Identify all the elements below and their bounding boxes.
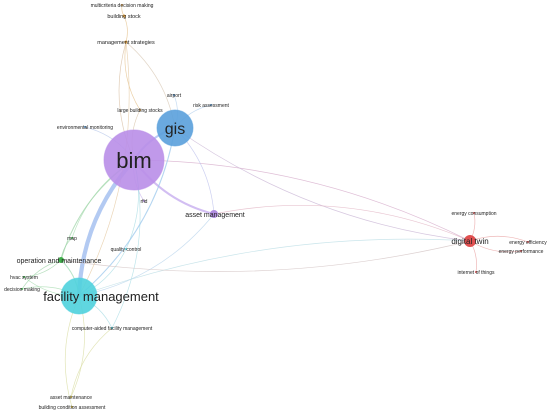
node-energy-efficiency[interactable] — [527, 241, 529, 243]
edge-facility-management-digital-twin — [78, 238, 471, 297]
node-gis[interactable] — [156, 109, 194, 147]
node-label-digital-twin: digital twin — [451, 237, 488, 246]
node-multicriteria-decision-making[interactable] — [121, 4, 123, 6]
node-energy-performance[interactable] — [520, 250, 522, 252]
node-label-rfid: rfid — [141, 199, 148, 205]
node-layer — [21, 4, 529, 408]
edge-management-strategies-large-building-stocks — [124, 41, 141, 111]
edge-asset-management-digital-twin — [213, 205, 471, 242]
node-label-gis: gis — [165, 121, 185, 138]
node-label-multicriteria-decision-making: multicriteria decision making — [91, 3, 154, 9]
node-airport[interactable] — [173, 94, 175, 96]
node-computer-aided-facility-management[interactable] — [111, 327, 113, 329]
node-building-condition-assessment[interactable] — [71, 406, 73, 408]
node-label-environmental-monitoring: environmental monitoring — [57, 125, 113, 131]
node-label-building-stock: building stock — [107, 14, 141, 20]
edge-management-strategies-building-stock — [123, 15, 128, 43]
edge-facility-management-asset-management — [78, 213, 215, 297]
node-bim[interactable] — [103, 129, 165, 191]
node-energy-consumption[interactable] — [473, 212, 475, 214]
edge-computer-aided-facility-management-asset-maintenance — [70, 327, 113, 398]
node-operation-and-maintenance[interactable] — [58, 257, 64, 263]
node-label-facility-management: facility management — [43, 289, 159, 304]
node-label-large-building-stocks: large building stocks — [117, 108, 163, 114]
node-label-internet-of-things: internet of things — [458, 270, 495, 276]
node-label-asset-management: asset management — [185, 212, 245, 219]
edge-bim-digital-twin — [133, 159, 471, 242]
node-environmental-monitoring[interactable] — [84, 126, 86, 128]
edge-gis-facility-management — [78, 127, 176, 297]
node-label-hvac-system: hvac system — [10, 275, 38, 281]
node-label-energy-consumption: energy consumption — [451, 211, 496, 217]
node-label-energy-performance: energy performance — [499, 249, 544, 255]
node-label-building-condition-assessment: building condition assessment — [39, 405, 106, 411]
node-facility-management[interactable] — [60, 277, 98, 315]
node-label-asset-maintenance: asset maintenance — [50, 395, 92, 401]
node-digital-twin[interactable] — [464, 235, 476, 247]
edge-layer — [21, 4, 529, 408]
node-large-building-stocks[interactable] — [139, 109, 141, 111]
node-building-stock[interactable] — [122, 14, 126, 18]
edge-gis-digital-twin — [174, 127, 471, 242]
node-management-strategies[interactable] — [124, 40, 128, 44]
node-label-bim: bim — [116, 148, 151, 173]
node-label-energy-efficiency: energy efficiency — [509, 240, 547, 246]
node-asset-management[interactable] — [210, 210, 218, 218]
node-label-operation-and-maintenance: operation and maintenance — [17, 258, 102, 265]
node-label-decision-making: decision making — [4, 287, 40, 293]
node-label-management-strategies: management strategies — [97, 40, 155, 46]
node-rfid[interactable] — [143, 200, 145, 202]
node-label-risk-assessment: risk assessment — [193, 103, 229, 109]
node-hvac-system[interactable] — [23, 276, 25, 278]
node-decision-making[interactable] — [21, 288, 23, 290]
node-label-map: map — [67, 236, 77, 242]
node-label-computer-aided-facility-management: computer-aided facility management — [72, 326, 153, 332]
edge-operation-and-maintenance-digital-twin — [60, 240, 471, 272]
node-internet-of-things[interactable] — [475, 271, 477, 273]
node-risk-assessment[interactable] — [210, 104, 212, 106]
node-label-quality-control: quality control — [111, 247, 142, 253]
node-label-airport: airport — [167, 93, 182, 99]
node-quality-control[interactable] — [125, 248, 127, 250]
node-map[interactable] — [71, 237, 73, 239]
edge-operation-and-maintenance-decision-making — [21, 259, 62, 290]
node-asset-maintenance[interactable] — [70, 396, 72, 398]
edge-operation-and-maintenance-hvac-system — [23, 259, 62, 278]
